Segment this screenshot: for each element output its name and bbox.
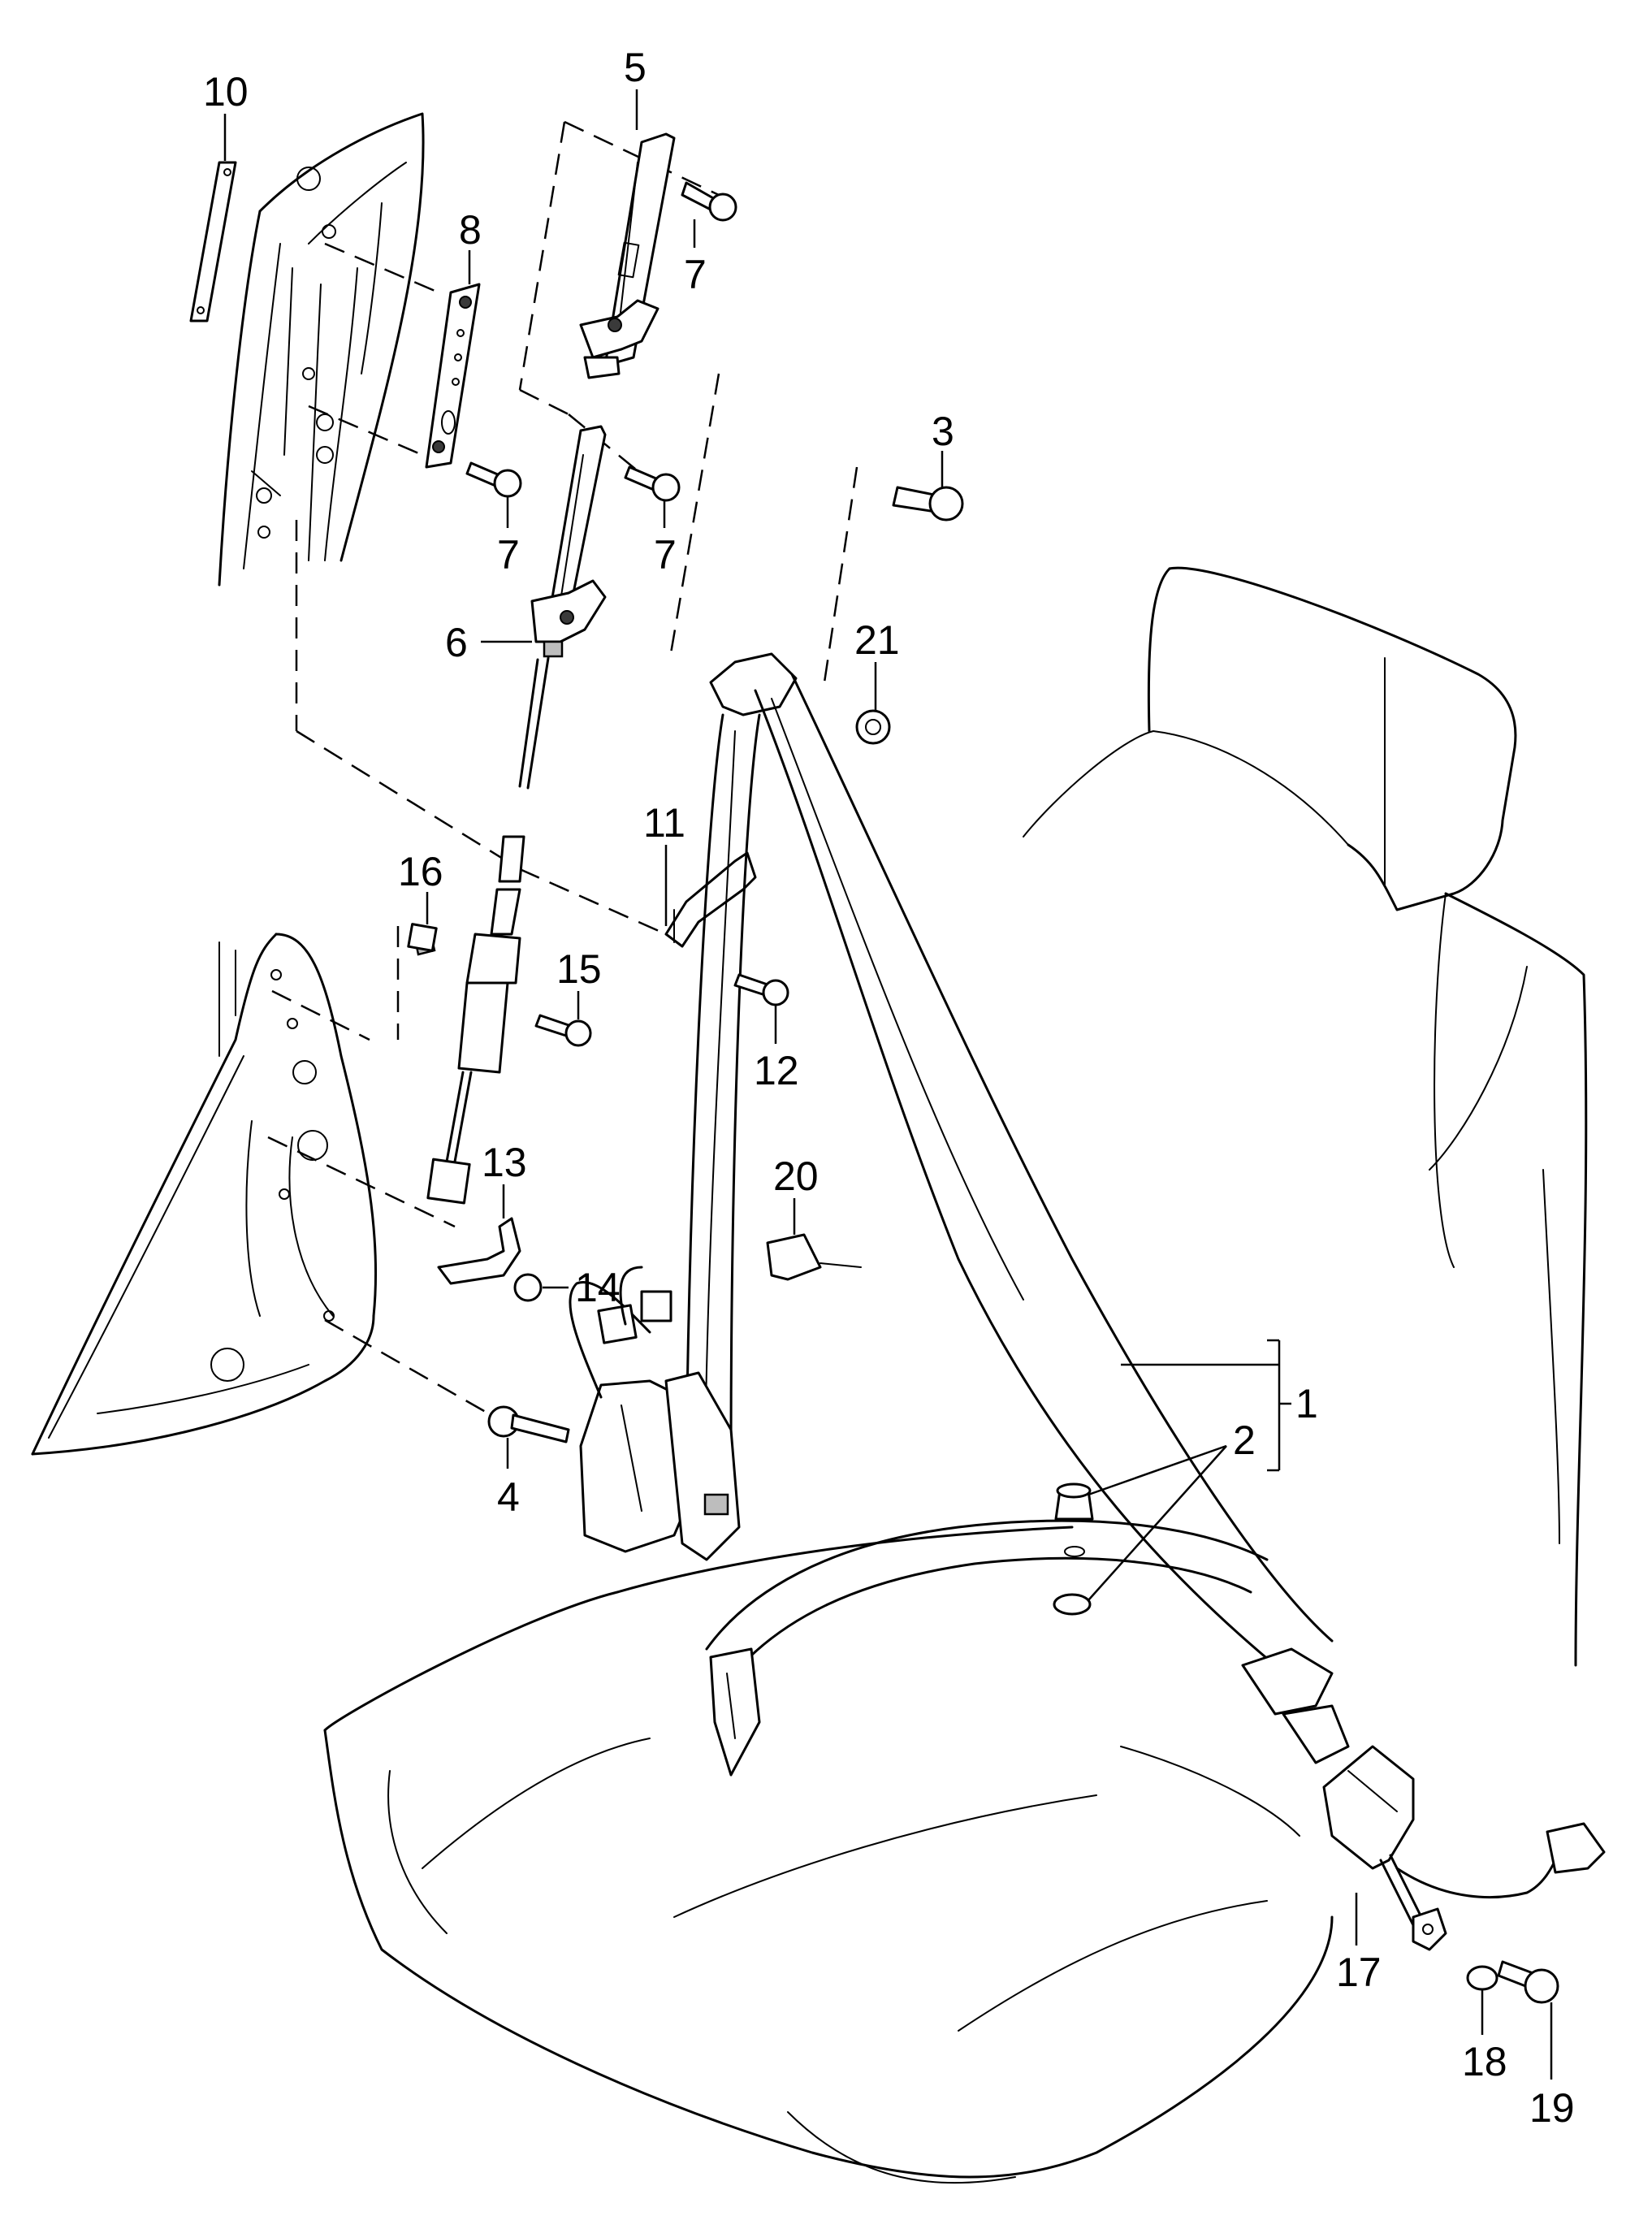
callout-2: 2 — [1233, 1417, 1256, 1463]
belt-guide — [664, 851, 757, 948]
height-adjuster — [530, 425, 607, 658]
callout-3: 3 — [932, 409, 954, 454]
callout-7b: 7 — [497, 532, 520, 578]
callout-18: 18 — [1462, 2039, 1507, 2084]
callout-7c: 7 — [654, 532, 677, 578]
callout-13: 13 — [482, 1140, 527, 1185]
callout-21: 21 — [854, 617, 900, 663]
callout-6: 6 — [445, 620, 468, 665]
height-adjuster-rail — [579, 132, 676, 379]
callout-20: 20 — [773, 1153, 819, 1199]
callout-4: 4 — [497, 1474, 520, 1520]
b-pillar-upper — [218, 112, 425, 586]
seat-outline — [323, 566, 1588, 2184]
callout-19: 19 — [1529, 2085, 1575, 2131]
callout-14: 14 — [575, 1265, 621, 1310]
callout-1: 1 — [1295, 1381, 1318, 1426]
callout-5: 5 — [624, 45, 647, 90]
callout-8: 8 — [459, 207, 482, 253]
callout-17: 17 — [1336, 1950, 1382, 1995]
callout-7a: 7 — [684, 252, 707, 297]
callout-15: 15 — [556, 946, 602, 992]
trim-strip — [189, 161, 237, 322]
mounting-plate — [425, 283, 481, 469]
leader-lines — [223, 89, 1553, 2080]
callout-16: 16 — [398, 849, 443, 894]
belt-webbing — [685, 652, 1350, 1777]
callout-11: 11 — [643, 800, 685, 846]
callout-labels: 1 2 3 4 5 6 7 7 7 8 10 11 12 13 14 15 16… — [203, 45, 1575, 2131]
b-pillar-lower — [31, 933, 378, 1456]
retractor — [569, 1266, 741, 1561]
callout-10: 10 — [203, 69, 249, 115]
fasteners — [407, 181, 1094, 1616]
assembly-dashed-lines — [267, 120, 858, 1419]
buckle-assembly — [1322, 1745, 1606, 2004]
callout-12: 12 — [754, 1048, 799, 1093]
